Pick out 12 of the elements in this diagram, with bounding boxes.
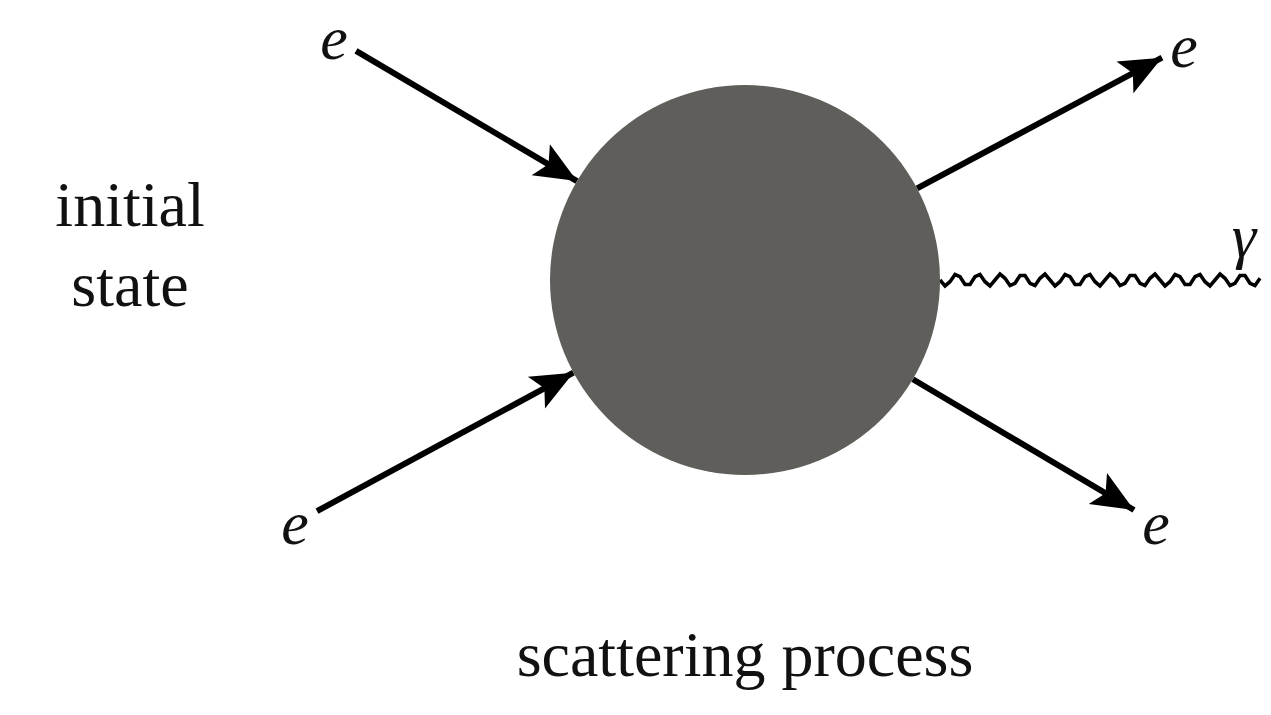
particle-label: e	[1134, 495, 1178, 551]
particle-label: γ	[1222, 205, 1266, 280]
caption-text: initial state	[54, 168, 206, 322]
particle-label: e	[312, 10, 356, 66]
arrow	[915, 55, 1164, 191]
caption-text: scattering process	[515, 618, 975, 692]
arrow	[911, 376, 1136, 513]
particle-label: e	[273, 495, 317, 551]
arrow	[315, 370, 575, 514]
photon-wavy-line	[938, 271, 1262, 289]
particle-label: e	[1162, 18, 1206, 74]
arrow	[354, 48, 579, 184]
